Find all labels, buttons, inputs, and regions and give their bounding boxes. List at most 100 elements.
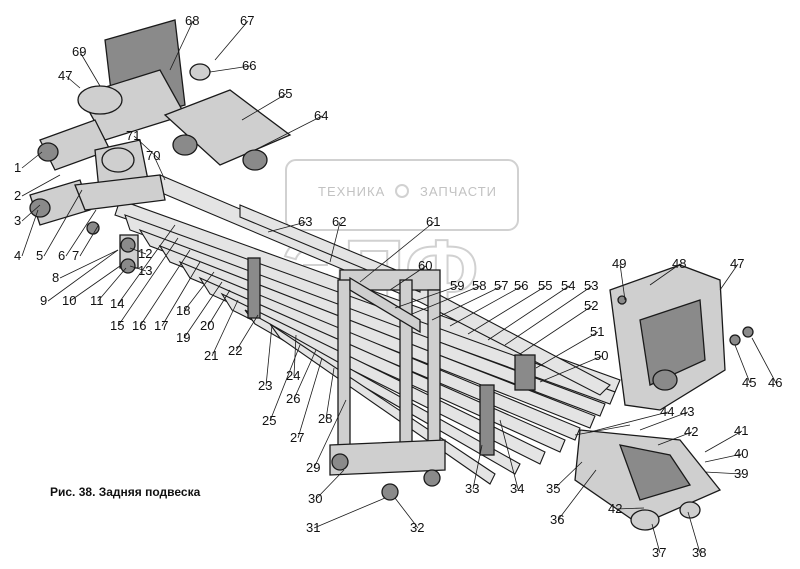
callout-29: 29 [306,460,320,475]
callout-23: 23 [258,378,272,393]
leader-line-44 [639,411,689,431]
callout-18: 18 [176,303,190,318]
leader-line-73 [133,135,161,161]
callout-51: 49 [612,256,626,271]
leader-line-25 [269,344,301,422]
leader-line-35 [553,461,583,490]
callout-9: 9 [40,293,47,308]
leader-line-72 [153,155,166,181]
callout-54: 52 [584,298,598,313]
leader-line-24 [293,334,297,377]
callout-62: 60 [418,258,432,273]
callout-67: 65 [278,86,292,101]
callout-58: 56 [514,278,528,293]
leader-line-53 [535,331,599,369]
callout-12: 12 [138,246,152,261]
leader-line-41 [704,430,743,453]
leader-line-5 [43,189,83,257]
callout-25: 25 [262,413,276,428]
leader-line-54 [519,305,593,355]
leader-line-47 [751,337,777,384]
callout-11: 11 [90,293,104,308]
leader-line-11 [97,267,127,302]
leader-line-40 [704,453,743,463]
callout-40: 40 [734,446,748,461]
callout-34: 34 [510,481,524,496]
callout-1: 1 [14,160,21,175]
callout-63: 61 [426,214,440,229]
callout-6: 6 [58,248,65,263]
callout-2: 2 [14,188,21,203]
callout-4: 4 [14,248,21,263]
leader-line-59 [431,285,503,321]
leader-line-2 [21,174,61,197]
leader-line-6 [65,209,97,257]
callout-55: 53 [584,278,598,293]
watermark-text-2: ЗАПЧАСТИ [420,184,497,199]
callout-48: 47 [58,68,72,83]
callout-26: 26 [286,391,300,406]
callout-36: 36 [550,512,564,527]
leader-line-56 [487,285,570,341]
callout-61: 59 [450,278,464,293]
leader-line-18 [183,271,215,312]
callout-14: 14 [110,296,124,311]
callout-17: 17 [154,318,168,333]
leader-line-15 [117,237,179,327]
callout-57: 55 [538,278,552,293]
callout-7: 7 [72,248,79,263]
leader-line-52 [539,355,603,383]
leader-line-69 [214,20,249,61]
callout-37: 37 [652,545,666,560]
figure-caption: Рис. 38. Задняя подвеска [50,485,201,499]
callout-21: 21 [204,348,218,363]
callout-43: 42 [684,424,698,439]
callout-53: 51 [590,324,604,339]
callout-56: 54 [561,278,575,293]
callout-10: 10 [62,293,76,308]
callout-27: 27 [290,430,304,445]
callout-30: 30 [308,491,322,506]
leader-line-14 [117,224,176,305]
callout-59: 57 [494,278,508,293]
callout-38: 38 [692,545,706,560]
leader-line-39 [704,471,743,475]
leader-line-20 [207,289,231,327]
leader-line-23 [265,324,273,387]
leader-line-42 [615,507,645,510]
leader-line-36 [557,469,597,521]
leader-line-34 [499,419,519,490]
leader-line-38 [687,511,701,554]
leader-line-7 [79,225,99,257]
leader-line-55 [504,285,593,346]
callout-68: 66 [242,58,256,73]
leader-line-66 [254,115,323,151]
leader-line-31 [313,497,386,529]
leader-line-61 [394,285,459,309]
callout-20: 20 [200,318,214,333]
leader-line-60 [411,285,481,315]
leader-line-10 [69,265,121,302]
callout-5: 5 [36,248,43,263]
leader-line-51 [619,263,626,301]
leader-line-3 [21,204,41,222]
callout-16: 16 [132,318,146,333]
callout-19: 19 [176,330,190,345]
leader-line-71 [79,51,101,87]
leader-line-49 [719,263,739,291]
watermark-text-1: ТЕХНИКА [318,184,385,199]
callout-47: 46 [768,375,782,390]
callout-50: 48 [672,256,686,271]
leader-line-46 [734,344,751,384]
callout-33: 33 [465,481,479,496]
callout-46: 45 [742,375,756,390]
callout-3: 3 [14,213,21,228]
callout-52: 50 [594,348,608,363]
callout-45: 44 [660,404,674,419]
leader-line-70 [169,20,194,71]
rear-bracket [574,264,754,531]
callout-65: 63 [298,214,312,229]
leader-line-1 [21,151,43,169]
callout-70: 68 [185,13,199,28]
